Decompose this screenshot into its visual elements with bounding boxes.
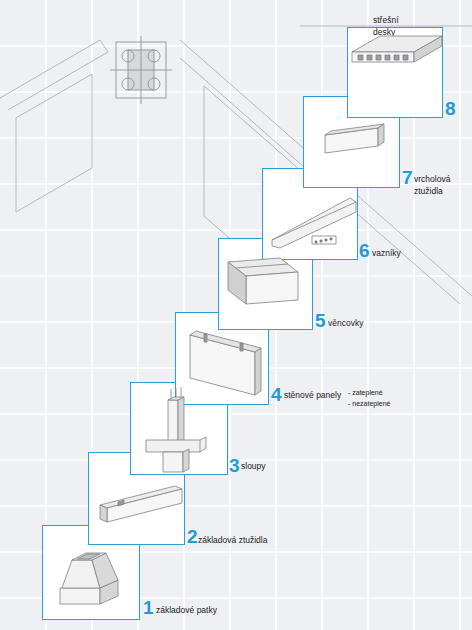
footing-face bbox=[60, 588, 100, 604]
slab-opening bbox=[403, 55, 408, 60]
panel-anchor bbox=[204, 334, 207, 342]
callout-number: 8 bbox=[445, 99, 456, 118]
axis-line bbox=[110, 70, 172, 71]
grid-line bbox=[0, 413, 472, 415]
slab-face bbox=[352, 36, 442, 52]
grid-line bbox=[459, 0, 461, 630]
truss-bolt bbox=[315, 241, 317, 243]
roof-beam-left bbox=[0, 40, 108, 110]
grid-line bbox=[0, 137, 472, 139]
roof-panel-left bbox=[16, 74, 92, 212]
rebar bbox=[171, 389, 172, 400]
plate-outline bbox=[116, 42, 166, 98]
ring-beam-face bbox=[228, 258, 298, 276]
truss-bolt bbox=[330, 238, 332, 240]
panel-anchor bbox=[240, 343, 243, 351]
column-face bbox=[178, 397, 184, 445]
beam-anchor bbox=[118, 500, 124, 506]
element-label: střešní desky bbox=[373, 14, 413, 38]
truss-illustration bbox=[272, 198, 356, 248]
panel-face bbox=[190, 335, 255, 395]
ring-beam-step bbox=[236, 264, 288, 268]
slab-opening bbox=[367, 55, 372, 60]
panel-face bbox=[255, 348, 261, 395]
slab-opening bbox=[358, 55, 363, 60]
callout-number: 2 bbox=[187, 527, 198, 546]
foundation-beam-illustration bbox=[100, 486, 182, 522]
beam-face bbox=[107, 489, 182, 522]
footing-face bbox=[72, 553, 106, 560]
column-face bbox=[168, 397, 184, 400]
beam-face bbox=[100, 486, 182, 508]
grid-line bbox=[0, 229, 472, 231]
column-edge bbox=[200, 440, 201, 452]
callout-number: 6 bbox=[359, 241, 370, 260]
rebar bbox=[176, 388, 177, 399]
element-label: věncovky bbox=[328, 317, 363, 329]
grid-line bbox=[0, 183, 472, 185]
grid-line bbox=[0, 505, 472, 507]
ring-beam-face bbox=[246, 272, 298, 304]
ridge-beam-face bbox=[325, 128, 378, 153]
element-label: základové patky bbox=[156, 604, 217, 616]
rebar bbox=[181, 387, 182, 398]
element-label: základová ztužidla bbox=[198, 534, 267, 546]
column-face bbox=[168, 400, 178, 445]
slab-opening bbox=[376, 55, 381, 60]
truss-plate bbox=[312, 236, 336, 244]
column-section bbox=[128, 50, 154, 90]
ridge-beam-face bbox=[378, 124, 384, 146]
ring-beam-illustration bbox=[228, 258, 298, 304]
footing-face bbox=[92, 553, 118, 588]
bolt-circle bbox=[148, 78, 160, 90]
axis-line bbox=[141, 36, 142, 104]
ring-beam-face bbox=[228, 262, 246, 304]
element-label: - nezateplené bbox=[348, 399, 390, 409]
callout-number: 7 bbox=[402, 168, 413, 187]
panel-face bbox=[190, 331, 261, 352]
slab-face bbox=[352, 52, 414, 62]
column-illustration bbox=[146, 387, 206, 472]
wall-panel-illustration bbox=[190, 331, 261, 395]
bolt-circle bbox=[122, 78, 134, 90]
truss-bolt bbox=[320, 240, 322, 242]
beam-face bbox=[100, 505, 107, 522]
bolt-circle bbox=[122, 50, 134, 62]
footing-face bbox=[100, 580, 118, 604]
ridge-beam-face bbox=[325, 124, 384, 135]
slab-opening bbox=[394, 55, 399, 60]
callout-number: 3 bbox=[229, 456, 240, 475]
callout-number: 4 bbox=[271, 385, 282, 404]
truss-edge bbox=[272, 202, 356, 240]
column-corbel bbox=[146, 437, 206, 452]
element-label: sloupy bbox=[241, 460, 266, 472]
bolt-circle bbox=[148, 50, 160, 62]
element-label: vazníky bbox=[372, 247, 401, 259]
callout-number: 5 bbox=[315, 311, 326, 330]
footing-face bbox=[62, 560, 100, 588]
footing-socket bbox=[77, 554, 100, 559]
ridge-beam-illustration bbox=[325, 124, 384, 153]
truss-body bbox=[272, 198, 356, 248]
element-label: - zateplené bbox=[348, 388, 383, 398]
column-plate-detail bbox=[110, 36, 172, 104]
element-label: stěnové panely bbox=[284, 389, 341, 401]
roof-slab-illustration bbox=[352, 36, 442, 62]
footing-illustration bbox=[60, 553, 118, 604]
truss-bolt bbox=[325, 239, 327, 241]
column-base bbox=[183, 449, 189, 472]
element-label: vrcholová ztužidla bbox=[414, 173, 460, 197]
element-box: 8střešní desky bbox=[347, 27, 443, 118]
column-base bbox=[163, 452, 183, 472]
callout-number: 1 bbox=[143, 598, 154, 617]
slab-opening bbox=[385, 55, 390, 60]
slab-face bbox=[414, 36, 442, 62]
